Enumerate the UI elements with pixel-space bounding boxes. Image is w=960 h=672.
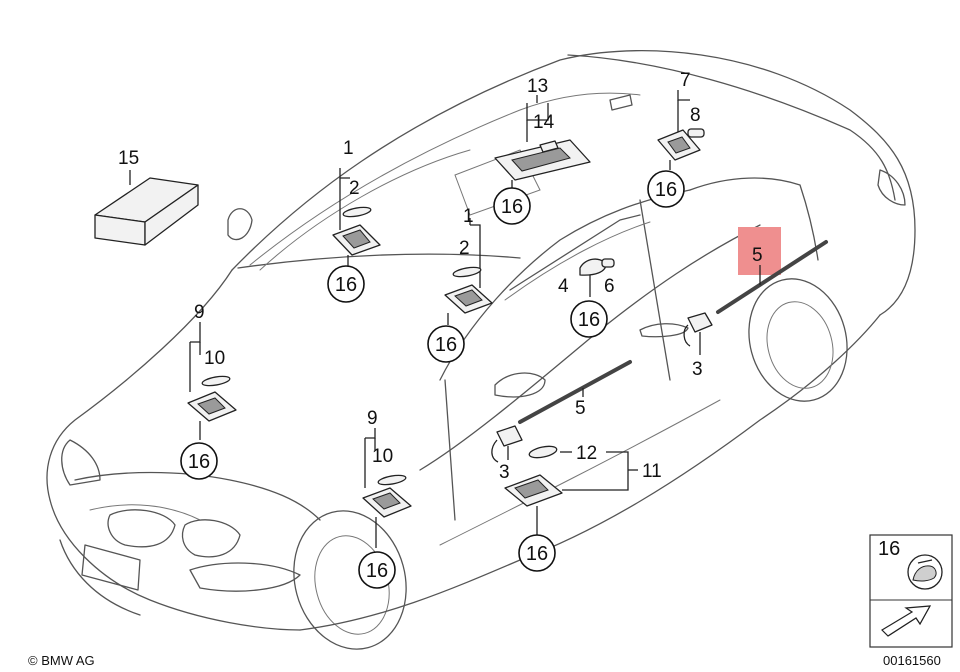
car-outline [46, 50, 916, 650]
callout-7: 7 [680, 70, 691, 91]
badge-16-footwell-left: 16 [180, 442, 218, 480]
part-11-entry-light [504, 445, 638, 535]
part-1-interior-light-center [444, 218, 493, 325]
part-7-rear-reading-light [657, 90, 705, 170]
callout-4: 4 [558, 276, 569, 297]
part-5-light-strip-rear [716, 240, 828, 314]
svg-text:16: 16 [335, 274, 357, 296]
callout-5-highlighted[interactable]: 5 [752, 245, 763, 266]
legend-number: 16 [878, 538, 900, 560]
svg-text:16: 16 [578, 309, 600, 331]
badge-16-footwell-right: 16 [358, 551, 396, 589]
callout-6: 6 [604, 276, 615, 297]
tool-hand-icon [907, 554, 943, 590]
svg-text:16: 16 [501, 196, 523, 218]
callout-2-left: 2 [349, 178, 360, 199]
part-3-connector-front [491, 425, 523, 463]
callout-8: 8 [690, 105, 701, 126]
part-9-footwell-light-right [362, 428, 412, 548]
callout-13: 13 [527, 76, 548, 97]
svg-text:16: 16 [188, 451, 210, 473]
part-4-door-light [579, 258, 615, 297]
badge-16-interior-light-left: 16 [327, 265, 365, 303]
svg-text:16: 16 [366, 560, 388, 582]
callout-11: 11 [642, 461, 662, 482]
badge-16-roof-console: 16 [493, 187, 531, 225]
callout-14: 14 [533, 112, 555, 133]
diagram-id: 00161560 [883, 653, 941, 668]
callout-3-front: 3 [499, 462, 510, 483]
part-13-roof-console [494, 95, 591, 188]
callout-15: 15 [118, 148, 139, 169]
copyright-text: © BMW AG [28, 653, 95, 668]
callout-9-right: 9 [367, 408, 378, 429]
legend-box: 16 [869, 534, 953, 648]
callout-10-left: 10 [204, 348, 225, 369]
part-3-connector-rear [683, 312, 713, 355]
svg-text:16: 16 [435, 334, 457, 356]
badge-16-entry-light: 16 [518, 534, 556, 572]
callout-1-left: 1 [343, 138, 354, 159]
arrow-icon [881, 605, 932, 637]
part-1-interior-light-left [332, 168, 381, 266]
svg-text:16: 16 [655, 179, 677, 201]
callout-1-center: 1 [463, 206, 474, 227]
part-9-footwell-light-left [187, 322, 237, 440]
callout-10-right: 10 [372, 446, 393, 467]
badge-16-door-light: 16 [570, 300, 608, 338]
callout-9-left: 9 [194, 302, 205, 323]
callout-12: 12 [576, 443, 597, 464]
callout-2-center: 2 [459, 238, 470, 259]
callout-5-front: 5 [575, 398, 586, 419]
badge-16-interior-light-center: 16 [427, 325, 465, 363]
part-15-control-module [94, 170, 199, 246]
badge-16-rear-reading-light: 16 [647, 170, 685, 208]
callout-3-rear: 3 [692, 359, 703, 380]
svg-text:16: 16 [526, 543, 548, 565]
part-5-light-strip-front [518, 360, 632, 424]
